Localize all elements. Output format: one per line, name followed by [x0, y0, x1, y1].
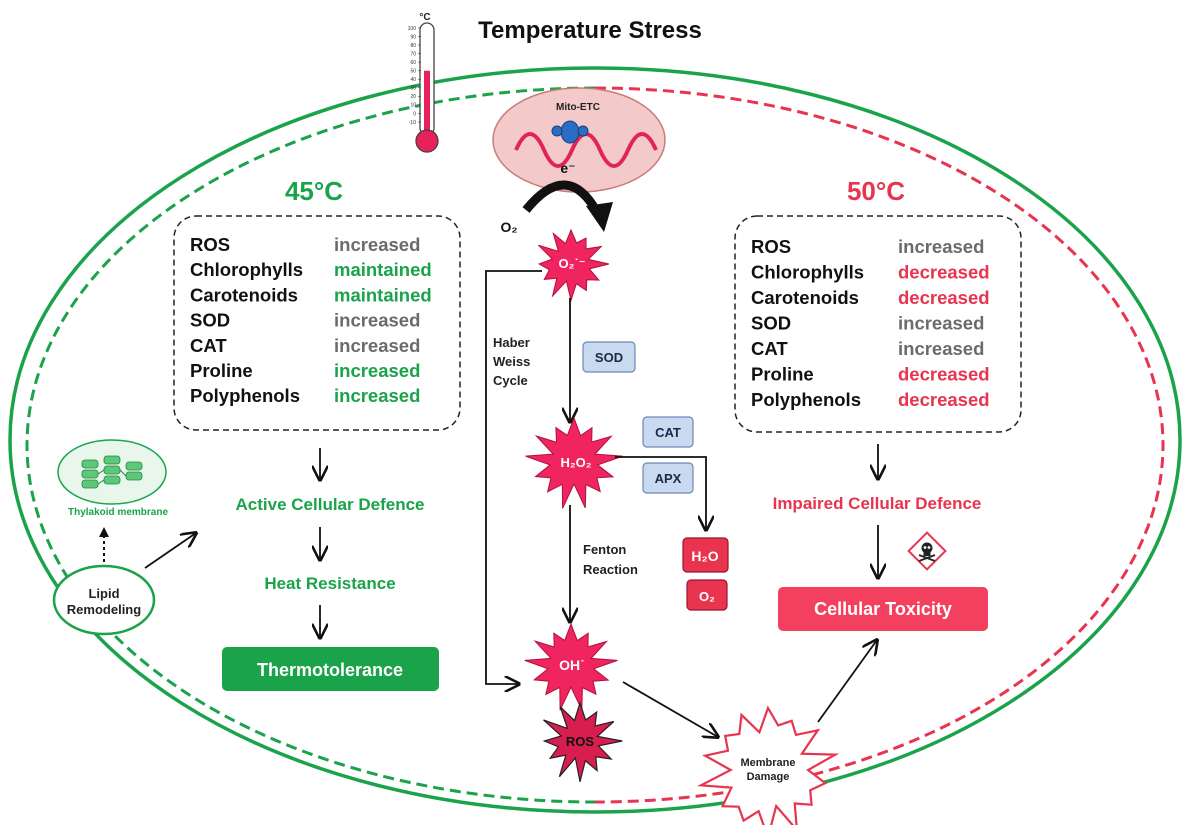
left-param-value-carotenoids: maintained — [334, 284, 432, 305]
thermometer-tick-label: 30 — [410, 86, 416, 92]
right-param-value-cat: increased — [898, 338, 984, 359]
skull-crossbones-icon — [907, 531, 947, 571]
haber-line-2: Weiss — [493, 354, 530, 369]
right-param-name-ros: ROS — [751, 236, 791, 257]
ros-label: ROS — [566, 734, 595, 749]
left-param-value-polyphenols: increased — [334, 385, 420, 406]
haber-line-3: Cycle — [493, 373, 528, 388]
right-param-value-carotenoids: decreased — [898, 287, 990, 308]
thylakoid-label: Thylakoid membrane — [68, 507, 168, 518]
thermotolerance-box — [222, 647, 439, 691]
thermometer-tick-label: 40 — [410, 77, 416, 83]
oxygen-product-label: O₂ — [699, 589, 715, 604]
left-param-name-proline: Proline — [190, 360, 253, 381]
thermometer-tick-label: 50 — [410, 69, 416, 75]
right-param-name-cat: CAT — [751, 338, 788, 359]
membrane-damage-line-1: Membrane — [740, 757, 795, 769]
water-product-label: H₂O — [691, 548, 718, 564]
hydroxyl-label: OH˙ — [559, 657, 585, 673]
fenton-line-1: Fenton — [583, 542, 626, 557]
right-param-value-ros: increased — [898, 236, 984, 257]
left-param-name-carotenoids: Carotenoids — [190, 284, 298, 305]
left-temperature: 45°C — [285, 176, 343, 206]
haber-weiss-path — [485, 270, 542, 684]
right-flow-step-1: Impaired Cellular Defence — [773, 494, 982, 513]
right-param-name-proline: Proline — [751, 364, 814, 385]
sod-enzyme-box — [582, 341, 636, 373]
right-param-value-polyphenols: decreased — [898, 389, 990, 410]
left-param-name-polyphenols: Polyphenols — [190, 385, 300, 406]
cell-outer-membrane — [8, 66, 1182, 814]
right-parameter-box — [734, 215, 1022, 433]
thermometer-tick-label: 60 — [410, 60, 416, 66]
cellular-toxicity-label: Cellular Toxicity — [814, 599, 952, 619]
apx-enzyme-label: APX — [655, 471, 682, 486]
superoxide-burst — [538, 228, 610, 303]
apx-enzyme-box — [642, 462, 694, 494]
electron-transfer-arrow — [522, 180, 602, 217]
hydroxyl-radical-burst — [524, 622, 618, 711]
left-param-value-chlorophylls: maintained — [334, 259, 432, 280]
thermotolerance-label: Thermotolerance — [257, 660, 403, 680]
ros-burst — [542, 701, 623, 782]
left-param-value-sod: increased — [334, 310, 420, 331]
left-flow-step-2: Heat Resistance — [264, 574, 395, 593]
cat-enzyme-label: CAT — [655, 425, 681, 440]
lipid-label-line-1: Lipid — [88, 586, 119, 601]
thermometer-tick-label: 10 — [410, 103, 416, 109]
left-param-name-sod: SOD — [190, 310, 230, 331]
lipid-remodeling-node — [52, 564, 156, 636]
electron-label: e⁻ — [560, 160, 575, 176]
water-product-box — [682, 537, 729, 573]
superoxide-label: O₂˙⁻ — [558, 256, 585, 271]
right-param-name-sod: SOD — [751, 313, 791, 334]
right-param-name-carotenoids: Carotenoids — [751, 287, 859, 308]
thermometer-tick-label: 100 — [408, 26, 417, 32]
diagram-title: Temperature Stress — [478, 17, 702, 44]
thermometer-tick-label: 70 — [410, 51, 416, 57]
oxygen-product-box — [686, 579, 728, 611]
left-flow-step-1: Active Cellular Defence — [236, 495, 425, 514]
right-param-name-chlorophylls: Chlorophylls — [751, 262, 864, 283]
membrane-damage-line-2: Damage — [747, 771, 790, 783]
left-parameter-box — [173, 215, 461, 431]
lipid-label-line-2: Remodeling — [67, 602, 141, 617]
left-param-name-ros: ROS — [190, 234, 230, 255]
thermometer-unit: °C — [419, 12, 430, 23]
right-param-value-proline: decreased — [898, 364, 990, 385]
hydrogen-peroxide-burst — [525, 416, 623, 509]
right-param-value-sod: increased — [898, 313, 984, 334]
right-param-name-polyphenols: Polyphenols — [751, 389, 861, 410]
h2o2-label: H₂O₂ — [560, 455, 591, 470]
thermometer-tick-label: 0 — [413, 111, 416, 117]
cat-enzyme-box — [642, 416, 694, 448]
right-param-value-chlorophylls: decreased — [898, 262, 990, 283]
haber-line-1: Haber — [493, 335, 530, 350]
thermometer-tick-label: 80 — [410, 43, 416, 49]
left-param-name-chlorophylls: Chlorophylls — [190, 259, 303, 280]
thermometer-tick-label: 20 — [410, 94, 416, 100]
thylakoid-membrane-icon — [57, 439, 167, 505]
cellular-toxicity-box — [778, 587, 988, 631]
left-param-name-cat: CAT — [190, 335, 227, 356]
sod-enzyme-label: SOD — [595, 350, 623, 365]
membrane-damage-burst — [697, 705, 840, 830]
fenton-line-2: Reaction — [583, 562, 638, 577]
oxygen-label: O₂ — [500, 219, 517, 235]
mito-etc-label: Mito-ETC — [556, 102, 600, 113]
thermometer-tick-label: -10 — [409, 120, 416, 126]
left-param-value-ros: increased — [334, 234, 420, 255]
left-param-value-cat: increased — [334, 335, 420, 356]
left-param-value-proline: increased — [334, 360, 420, 381]
inner-membrane-right — [594, 86, 1165, 804]
thermometer-mercury — [424, 70, 430, 136]
inner-membrane-left — [25, 86, 596, 804]
thermometer-tick-label: 90 — [410, 34, 416, 40]
right-temperature: 50°C — [847, 176, 905, 206]
